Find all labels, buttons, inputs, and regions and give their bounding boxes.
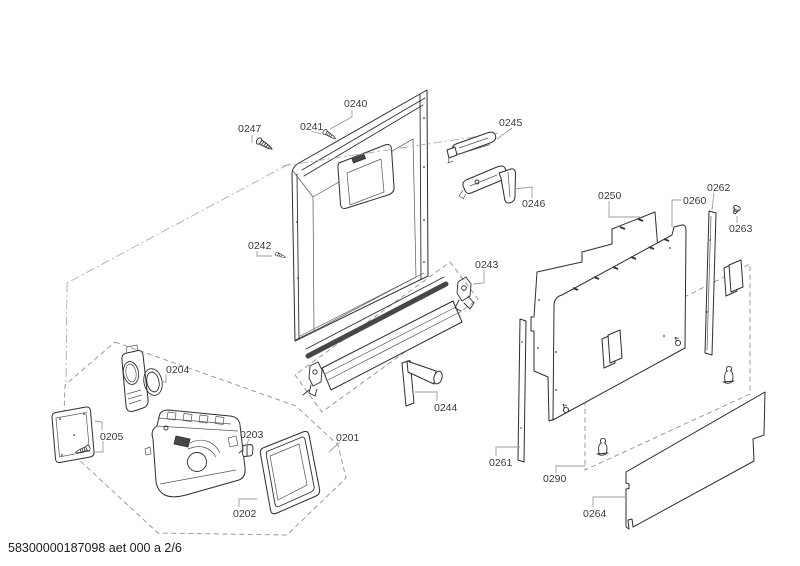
part-0263-screw [733,205,741,215]
part-label-0247[interactable]: 0247 [238,123,262,135]
part-0244-bracket [401,360,443,407]
part-0260-outer-door-panel [552,224,687,421]
outer-panel-fold-marks [572,238,670,291]
part-label-0262[interactable]: 0262 [707,182,731,194]
mounting-clip [596,437,609,456]
part-0245-door-handle [446,131,497,164]
assembly-group-boundary-0201 [62,341,347,536]
screw-hole [555,389,557,391]
part-label-0203[interactable]: 0203 [240,429,264,441]
hanger-tab [607,329,623,364]
screw-hole [537,347,539,349]
document-number: 58300000187098 aet 000 a 2/6 [8,541,182,555]
part-0290-decor-panel [584,263,751,471]
handle-end-detail [447,157,454,164]
dispenser-recess-inner [346,158,385,206]
dispenser-latch [173,435,191,448]
latch-hook-line [507,171,511,198]
door-corner-folds [292,170,315,341]
part-label-0241[interactable]: 0241 [300,121,324,133]
part-label-0263[interactable]: 0263 [729,223,753,235]
part-0261-trim-strip-left [517,318,527,463]
door-seal-rod-edge [305,276,445,350]
part-0243-strip-group [294,261,479,413]
construction-line-door-to-group [66,163,290,284]
handle-lines [455,137,491,156]
part-label-0245[interactable]: 0245 [499,117,523,129]
part-label-0243[interactable]: 0243 [475,259,499,271]
part-label-0240[interactable]: 0240 [344,98,368,110]
construction-line-handle [281,132,501,167]
latch-line [469,174,498,187]
keyhole-cutout [674,337,682,347]
door-top-edge [301,97,426,171]
door-left-edge [296,173,300,340]
part-label-0204[interactable]: 0204 [166,364,190,376]
part-0240-door-inner-panel [291,89,429,342]
part-0242-screw [275,251,286,258]
part-label-0205[interactable]: 0205 [100,431,124,443]
screw-hole [663,335,665,337]
screw-hole [538,299,540,301]
latch-foot [458,189,467,200]
profile-strip-lines [324,306,459,381]
part-0247-screw [255,137,273,150]
part-0290-fittings [596,259,744,456]
bottom-profile-strip [321,300,463,391]
screw-hole [669,247,671,249]
part-0246-door-latch [458,165,516,204]
door-top-edge-inner [303,104,424,177]
recess-latch-slot [351,153,367,164]
part-label-0202[interactable]: 0202 [233,508,257,520]
part-label-0250[interactable]: 0250 [598,190,622,202]
latch-hook [498,168,516,204]
part-labels: 0240 0247 0241 0245 0246 0242 0243 0244 … [100,98,753,520]
door-outline [291,89,429,342]
part-0262-trim-strip-right [704,210,717,356]
part-0205-cover-plate [51,406,95,464]
part-0205-screw [75,444,91,453]
part-label-0242[interactable]: 0242 [248,240,272,252]
part-0203-clip [238,444,254,457]
hinge-right-0243 [454,276,475,312]
part-label-0244[interactable]: 0244 [434,402,458,414]
part-0204-gasket-ring [143,368,163,396]
trim-strip-outline [517,318,527,463]
part-0241-screw [322,129,336,139]
door-seal-rod [305,281,449,359]
part-0202-window-frame [259,430,321,515]
part-label-0290[interactable]: 0290 [543,473,567,485]
part-0264-kick-panel [625,391,766,530]
detergent-dispenser-unit [144,409,246,498]
construction-line-vertical [65,282,68,383]
mounting-tab [728,259,744,293]
part-label-0261[interactable]: 0261 [489,457,513,469]
mounting-clip [722,365,735,384]
screw-hole [555,351,557,353]
part-label-0201[interactable]: 0201 [336,432,360,444]
hinge-left [302,361,323,397]
trim-strip-edge [706,215,712,351]
construction-lines [65,163,290,383]
leader-lines [93,110,738,507]
keyhole-cutout [562,404,570,414]
part-label-0260[interactable]: 0260 [683,195,707,207]
outer-door-panel-outline [552,224,687,421]
dispenser-recess [337,144,395,209]
bracket-arm-end [433,370,443,385]
part-0201-dispenser-assembly [51,344,321,515]
door-bottom-fold [299,272,425,337]
door-right-edge [419,94,422,280]
part-label-0246[interactable]: 0246 [522,198,546,210]
part-label-0264[interactable]: 0264 [583,508,607,520]
bracket-arm [406,360,437,385]
inner-panel-fold-marks [619,218,644,230]
decor-panel-outline [584,263,751,471]
vent-funnel [121,344,149,412]
handle-end-clip [446,146,458,159]
